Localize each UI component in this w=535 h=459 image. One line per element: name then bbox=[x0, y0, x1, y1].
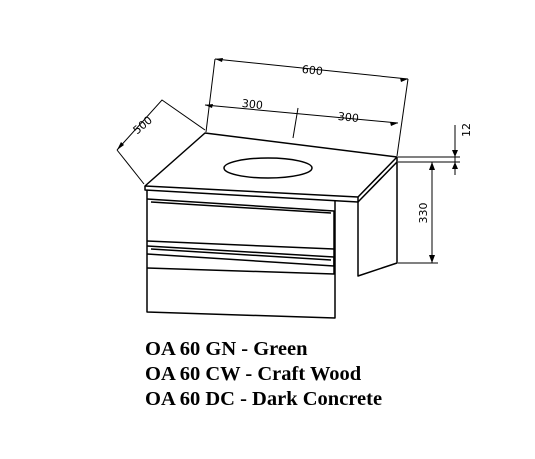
cabinet-front bbox=[146, 190, 336, 319]
width-dim-line bbox=[214, 58, 409, 80]
half-ext-mid bbox=[292, 107, 299, 139]
countertop-front-edge bbox=[144, 186, 359, 203]
half-dim-line bbox=[204, 104, 399, 124]
width-ext-left bbox=[205, 58, 216, 133]
upper-drawer bbox=[146, 198, 335, 267]
variant-list: OA 60 GN - Green OA 60 CW - Craft Wood O… bbox=[145, 337, 382, 412]
dim-label-half-left: 300 bbox=[241, 97, 263, 112]
countertop-top-face bbox=[144, 132, 398, 198]
depth-dim-line bbox=[116, 99, 206, 151]
variant-craft-wood: OA 60 CW - Craft Wood bbox=[145, 363, 362, 385]
washbasin bbox=[223, 157, 313, 179]
dim-label-half-right: 300 bbox=[337, 110, 359, 125]
dimension-lines bbox=[116, 58, 460, 264]
arrow-half-left bbox=[205, 104, 213, 108]
cabinet bbox=[144, 132, 398, 319]
dim-label-body-height: 330 bbox=[417, 203, 430, 224]
arrow-height-top bbox=[429, 162, 435, 170]
dim-label-depth: 500 bbox=[131, 114, 155, 137]
lower-drawer bbox=[146, 245, 335, 275]
arrow-width-right bbox=[400, 78, 408, 82]
arrow-width-left bbox=[215, 58, 223, 62]
arrow-depth bbox=[117, 142, 124, 150]
arrow-height-bottom bbox=[429, 255, 435, 263]
width-ext-right bbox=[396, 78, 409, 157]
arrow-thick-bottom bbox=[452, 162, 458, 169]
variant-green: OA 60 GN - Green bbox=[145, 338, 308, 360]
dimension-arrows bbox=[117, 58, 458, 263]
dim-label-width: 600 bbox=[301, 63, 323, 78]
drawer-front-line bbox=[150, 201, 332, 261]
arrow-thick-top bbox=[452, 150, 458, 157]
dim-label-top-thickness: 12 bbox=[460, 123, 473, 137]
variant-dark-concrete: OA 60 DC - Dark Concrete bbox=[145, 388, 383, 410]
depth-ext bbox=[116, 149, 145, 185]
upper-drawer-bottom bbox=[146, 240, 335, 250]
cabinet-side bbox=[357, 162, 398, 277]
arrow-half-right bbox=[390, 122, 398, 126]
